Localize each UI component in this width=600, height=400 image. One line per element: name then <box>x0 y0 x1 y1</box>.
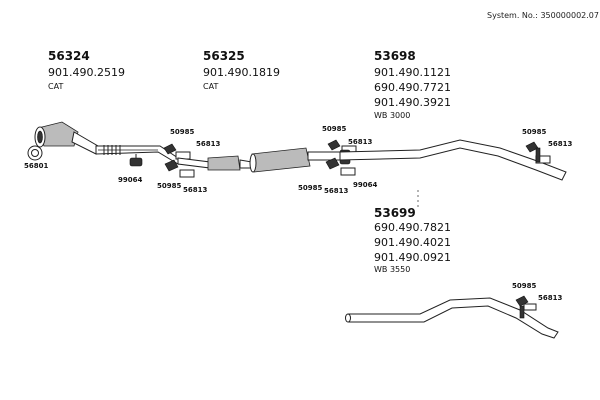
part-note: CAT <box>48 82 64 91</box>
center-catalytic-converter <box>177 155 253 171</box>
article-number: 690.490.7721 <box>374 81 451 94</box>
middle-silencer <box>249 147 341 173</box>
clamp-99064-front <box>129 154 143 167</box>
part-label-50985: 50985 <box>157 182 182 190</box>
part-label-50985: 50985 <box>298 184 323 192</box>
part-note: WB 3550 <box>374 265 411 274</box>
part-label-99064: 99064 <box>353 181 378 189</box>
part-label-50985: 50985 <box>512 282 537 290</box>
part-label-50985: 50985 <box>170 128 195 136</box>
article-number: 901.490.4021 <box>374 236 451 249</box>
article-number: 901.490.0921 <box>374 251 451 264</box>
part-label-50985: 50985 <box>322 125 347 133</box>
flexible-section <box>103 145 121 155</box>
rear-pipe <box>339 139 567 181</box>
rear-pipe-variant <box>347 297 559 339</box>
part-group-number: 56325 <box>203 49 245 63</box>
gasket-56801 <box>27 145 43 161</box>
part-label-99064: 99064 <box>118 176 143 184</box>
hanger-set-rear-variant <box>515 295 537 319</box>
article-number: 901.490.3921 <box>374 96 451 109</box>
part-label-56801: 56801 <box>24 162 49 170</box>
article-number: 690.490.7821 <box>374 221 451 234</box>
front-catalytic-converter <box>34 121 99 155</box>
part-note: CAT <box>203 82 219 91</box>
hanger-set-rear <box>525 141 551 164</box>
article-number: 901.490.2519 <box>48 66 125 79</box>
part-label-56813: 56813 <box>538 294 563 302</box>
article-number: 901.490.1819 <box>203 66 280 79</box>
part-group-number: 53698 <box>374 49 416 63</box>
part-label-56813: 56813 <box>348 138 373 146</box>
part-note: WB 3000 <box>374 111 411 120</box>
part-group-number: 53699 <box>374 206 416 220</box>
part-label-56813: 56813 <box>183 186 208 194</box>
part-label-50985: 50985 <box>522 128 547 136</box>
system-number: System. No.: 350000002.07 <box>487 11 599 20</box>
part-group-number: 56324 <box>48 49 90 63</box>
article-number: 901.490.1121 <box>374 66 451 79</box>
part-label-56813: 56813 <box>196 140 221 148</box>
part-label-56813: 56813 <box>324 187 349 195</box>
part-label-56813: 56813 <box>548 140 573 148</box>
